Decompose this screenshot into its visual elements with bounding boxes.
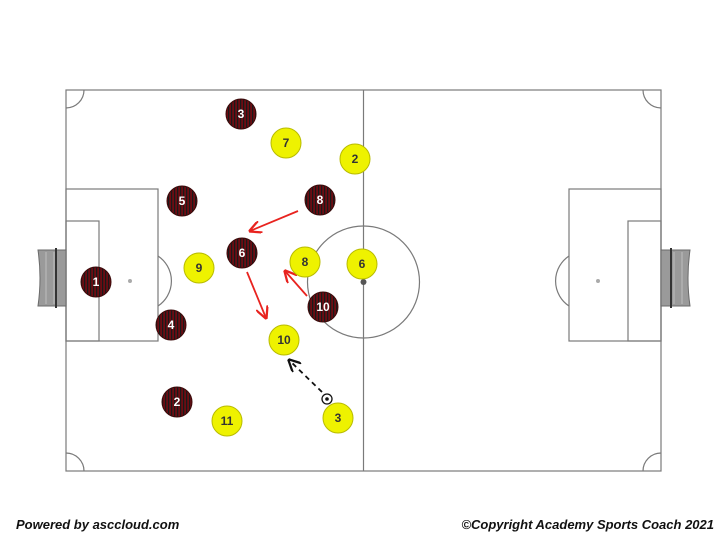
left-penalty-box [65, 188, 159, 342]
corner-arc-top-right [642, 89, 662, 109]
light-player-number: 9 [196, 261, 203, 275]
dark-player-number: 6 [239, 246, 246, 260]
light-player-11[interactable]: 11 [211, 405, 243, 437]
dark-player-8[interactable]: 8 [304, 184, 336, 216]
run-arrow-10-dark [285, 271, 308, 297]
light-player-6[interactable]: 6 [346, 248, 378, 280]
light-team: 7 2 9 8 6 10 3 11 [183, 127, 378, 437]
dark-player-number: 8 [317, 193, 324, 207]
right-penalty-spot [596, 279, 600, 283]
light-player-number: 6 [359, 257, 366, 271]
dark-player-10[interactable]: 10 [307, 291, 339, 323]
left-penalty-arc [157, 255, 172, 307]
dark-player-6[interactable]: 6 [226, 237, 258, 269]
corner-arc-bottom-right [642, 452, 662, 472]
corner-arc-top-left [65, 89, 85, 109]
light-player-3[interactable]: 3 [322, 402, 354, 434]
left-penalty-spot [128, 279, 132, 283]
dark-player-number: 10 [316, 300, 330, 314]
light-player-number: 2 [352, 152, 359, 166]
dark-team: 3 5 8 6 1 4 10 2 [80, 98, 339, 418]
dark-player-1[interactable]: 1 [80, 266, 112, 298]
right-penalty-arc [555, 255, 570, 307]
right-six-yard-box [627, 220, 662, 342]
dark-player-4[interactable]: 4 [155, 309, 187, 341]
run-arrows [246, 210, 308, 318]
dark-player-number: 3 [238, 107, 245, 121]
dark-player-2[interactable]: 2 [161, 386, 193, 418]
copyright-text: ©Copyright Academy Sports Coach 2021 [461, 517, 714, 532]
light-player-number: 11 [221, 414, 234, 428]
dark-player-3[interactable]: 3 [225, 98, 257, 130]
light-player-number: 7 [283, 136, 290, 150]
powered-by-text: Powered by asccloud.com [16, 517, 180, 532]
centre-spot [360, 279, 367, 285]
dark-player-number: 4 [168, 318, 175, 332]
dark-player-number: 2 [174, 395, 181, 409]
dark-player-5[interactable]: 5 [166, 185, 198, 217]
light-player-number: 10 [277, 333, 291, 347]
pass-arrow [289, 360, 323, 393]
corner-arc-bottom-left [65, 452, 85, 472]
light-player-2[interactable]: 2 [339, 143, 371, 175]
soccer-ball-icon [321, 393, 333, 405]
dark-player-number: 1 [93, 275, 100, 289]
right-penalty-box [568, 188, 662, 342]
dark-player-number: 5 [179, 194, 186, 208]
light-player-9[interactable]: 9 [183, 252, 215, 284]
centre-circle [306, 225, 421, 339]
light-player-7[interactable]: 7 [270, 127, 302, 159]
run-arrow-6-dark [246, 271, 266, 318]
run-arrow-8-dark [250, 210, 299, 231]
light-player-number: 8 [302, 255, 309, 269]
light-player-number: 3 [335, 411, 342, 425]
right-goal [660, 248, 691, 308]
left-goal [37, 248, 67, 308]
light-player-10[interactable]: 10 [268, 324, 300, 356]
light-player-8[interactable]: 8 [289, 246, 321, 278]
